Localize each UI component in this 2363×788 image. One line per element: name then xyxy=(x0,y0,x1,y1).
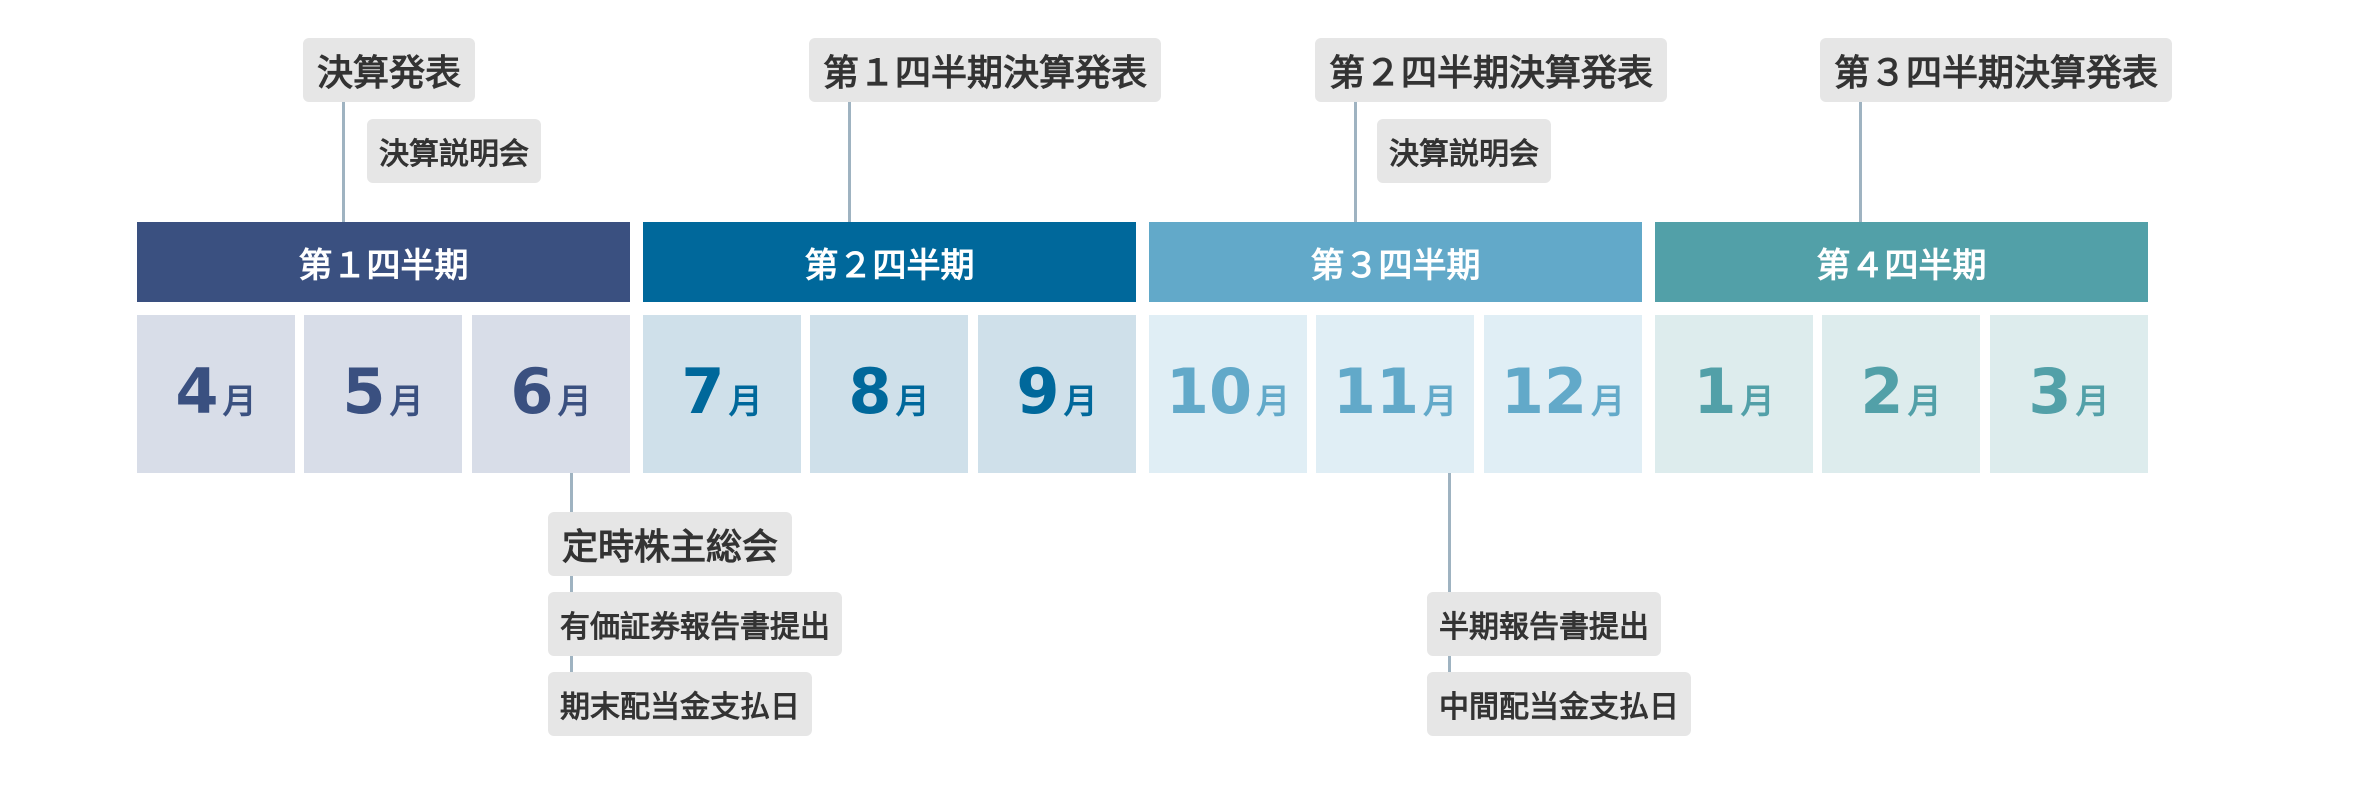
month-unit: 月 xyxy=(1423,382,1458,422)
q3-announce-label: 第２四半期決算発表 xyxy=(1315,38,1668,102)
q1-announce-connector xyxy=(342,100,345,222)
month-unit: 月 xyxy=(389,382,424,422)
month-number: 11 xyxy=(1332,355,1420,428)
agm-label: 定時株主総会 xyxy=(548,512,793,576)
month-unit: 月 xyxy=(1740,382,1775,422)
month-unit: 月 xyxy=(1907,382,1942,422)
month-number: 2 xyxy=(1860,355,1904,428)
month-number: 8 xyxy=(848,355,892,428)
month-number: 12 xyxy=(1500,355,1588,428)
month-number: 4 xyxy=(175,355,219,428)
year-end-dividend-label: 期末配当金支払日 xyxy=(548,672,812,736)
quarter-bar-q3: 第３四半期 xyxy=(1149,222,1642,302)
interim-dividend-label: 中間配当金支払日 xyxy=(1427,672,1691,736)
q3-briefing-label: 決算説明会 xyxy=(1377,119,1551,183)
month-unit: 月 xyxy=(2075,382,2110,422)
month-number: 5 xyxy=(342,355,386,428)
q2-announce-connector xyxy=(848,100,851,222)
q2-announce-label: 第１四半期決算発表 xyxy=(809,38,1162,102)
quarter-bar-q1: 第１四半期 xyxy=(137,222,630,302)
month-unit: 月 xyxy=(895,382,930,422)
november-events-connector xyxy=(1448,473,1451,673)
month-number: 3 xyxy=(2028,355,2072,428)
q3-announce-connector xyxy=(1354,100,1357,222)
securities-report-label: 有価証券報告書提出 xyxy=(548,592,842,656)
month-number: 1 xyxy=(1693,355,1737,428)
q4-announce-connector xyxy=(1859,100,1862,222)
month-number: 6 xyxy=(510,355,554,428)
month-number: 10 xyxy=(1165,355,1253,428)
month-unit: 月 xyxy=(557,382,592,422)
semiannual-report-label: 半期報告書提出 xyxy=(1427,592,1661,656)
month-unit: 月 xyxy=(1591,382,1626,422)
quarter-bar-q4: 第４四半期 xyxy=(1655,222,2148,302)
month-unit: 月 xyxy=(222,382,257,422)
month-unit: 月 xyxy=(1256,382,1291,422)
q1-announce-label: 決算発表 xyxy=(303,38,476,102)
q4-announce-label: 第３四半期決算発表 xyxy=(1820,38,2173,102)
month-unit: 月 xyxy=(1063,382,1098,422)
month-number: 9 xyxy=(1016,355,1060,428)
quarter-bar-q2: 第２四半期 xyxy=(643,222,1136,302)
month-number: 7 xyxy=(681,355,725,428)
q1-briefing-label: 決算説明会 xyxy=(367,119,541,183)
month-unit: 月 xyxy=(728,382,763,422)
